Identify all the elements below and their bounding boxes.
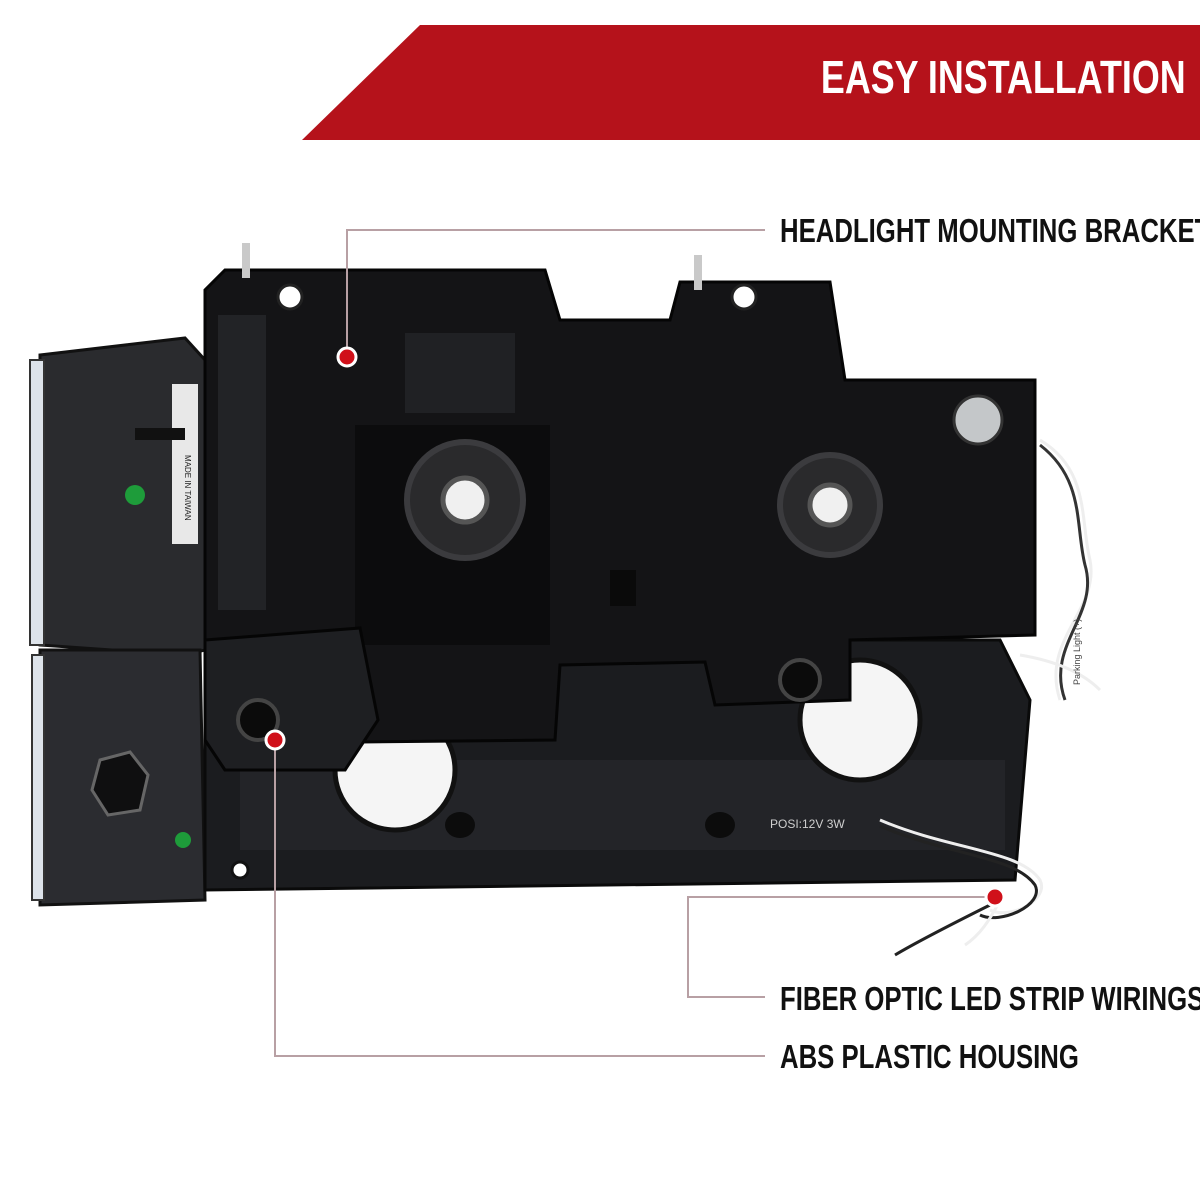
wiring (879, 438, 1102, 957)
posi-text: POSI:12V 3W (770, 817, 845, 831)
leader-lines (274, 229, 995, 1057)
banner-shape (302, 25, 1200, 140)
corner-lamp-lower (31, 648, 207, 907)
leader-line-wiring (687, 896, 995, 998)
callout-headlight-mounting-bracket: HEADLIGHT MOUNTING BRACKET (780, 212, 1200, 249)
banner-title: EASY INSTALLATION (821, 51, 1186, 103)
leader-line-housing (274, 740, 765, 1057)
side-text: MADE IN TAIWAN (183, 455, 192, 521)
marker-bracket (336, 346, 358, 368)
marker-wiring (984, 886, 1006, 908)
callout-fiber-optic-wiring: FIBER OPTIC LED STRIP WIRINGS (780, 980, 1200, 1017)
markers (264, 346, 1006, 908)
marker-housing (264, 729, 286, 751)
header-banner (302, 25, 1200, 140)
mounting-bracket (203, 243, 1037, 772)
callout-abs-plastic-housing: ABS PLASTIC HOUSING (780, 1038, 1079, 1075)
corner-lamp-upper: MADE IN TAIWAN (29, 336, 207, 657)
leader-line-bracket (346, 229, 765, 355)
parking-light-tag: Parking Light (+) (1072, 619, 1082, 685)
